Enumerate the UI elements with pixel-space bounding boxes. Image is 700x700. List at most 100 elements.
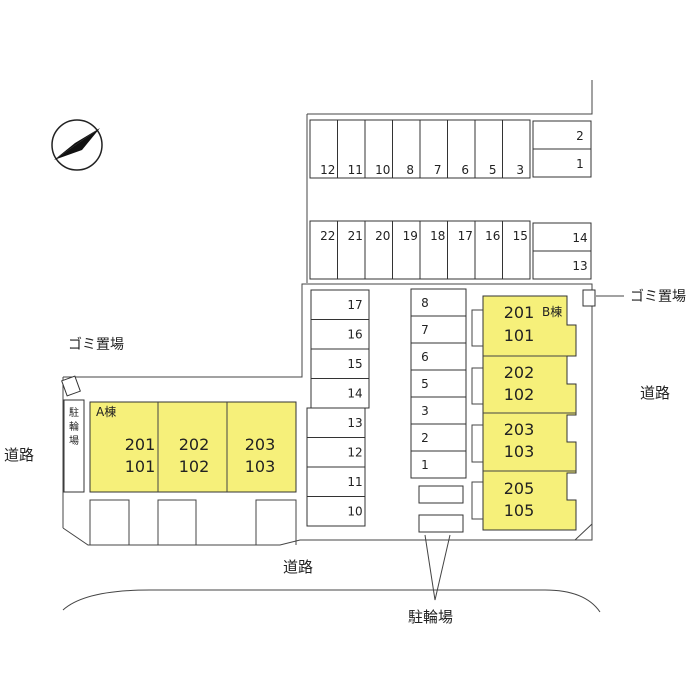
parking-number: 6 — [421, 350, 429, 364]
balcony — [471, 481, 483, 520]
parking-number: 7 — [434, 163, 442, 177]
parking-space — [410, 423, 467, 452]
parking-space — [532, 148, 592, 178]
parking-number: 11 — [348, 163, 363, 177]
parking-second-row: 22 21 20 19 18 17 16 15 — [309, 220, 531, 280]
unit-number: 101 — [125, 457, 156, 476]
parking-space — [410, 342, 467, 371]
parking-number: 1 — [576, 157, 584, 171]
balcony — [471, 424, 483, 463]
unit-number: 102 — [179, 457, 210, 476]
parking-number: 6 — [461, 163, 469, 177]
parking-space — [447, 119, 476, 179]
parking-space — [306, 466, 366, 497]
parking-space — [310, 348, 370, 379]
parking-number: 7 — [421, 323, 429, 337]
parking-space — [410, 396, 467, 425]
bicycle-label-char: 駐 — [69, 406, 79, 419]
parking-number: 19 — [403, 229, 418, 243]
site-boundary — [307, 80, 593, 115]
unit-number: 205 — [504, 479, 535, 498]
parking-number: 5 — [421, 377, 429, 391]
unit-number: 103 — [245, 457, 276, 476]
parking-number: 20 — [375, 229, 390, 243]
parking-number: 3 — [421, 404, 429, 418]
bike-leader — [424, 534, 451, 601]
parking-number: 1 — [421, 458, 429, 472]
unit-number: 203 — [245, 435, 276, 454]
unit-number: 101 — [504, 326, 535, 345]
parking-number: 8 — [421, 296, 429, 310]
unit-number: 105 — [504, 501, 535, 520]
parking-number: 17 — [458, 229, 473, 243]
unit-number: 202 — [504, 363, 535, 382]
parking-number: 10 — [375, 163, 390, 177]
parking-space — [310, 378, 370, 409]
parking-number: 16 — [347, 328, 362, 342]
unit-number: 201 — [504, 303, 535, 322]
parking-space — [447, 220, 476, 280]
garbage-label-right: ゴミ置場 — [630, 288, 686, 305]
parking-space — [474, 220, 503, 280]
parking-space — [306, 407, 366, 438]
parking-number: 11 — [347, 475, 362, 489]
parking-number: 13 — [572, 259, 587, 273]
parking-space — [410, 450, 467, 479]
unit-number: 103 — [504, 442, 535, 461]
parking-space — [410, 315, 467, 344]
parking-number: 8 — [406, 163, 414, 177]
garbage-box-left — [61, 375, 81, 397]
parking-number: 5 — [489, 163, 497, 177]
bike-rack-1 — [418, 485, 464, 504]
parking-number: 2 — [576, 129, 584, 143]
parking-space — [410, 288, 467, 317]
a-parking-3 — [255, 499, 297, 545]
site-front-edge — [62, 523, 593, 546]
parking-top-row: 12 11 10 8 7 6 5 3 — [309, 119, 531, 179]
bicycle-parking-strip — [63, 399, 85, 493]
building-b-name: B棟 — [542, 304, 562, 319]
balcony — [471, 309, 483, 347]
parking-space — [502, 119, 531, 179]
road-label-right: 道路 — [640, 384, 670, 402]
a-parking-2 — [157, 499, 197, 545]
unit-number: 203 — [504, 420, 535, 439]
garbage-box-right — [582, 289, 596, 307]
parking-space — [310, 319, 370, 350]
parking-number: 14 — [572, 231, 587, 245]
parking-space — [419, 220, 448, 280]
parking-space — [310, 289, 370, 320]
unit-number: 201 — [125, 435, 156, 454]
parking-number: 21 — [348, 229, 363, 243]
north-arrow-icon — [51, 119, 103, 171]
parking-number: 2 — [421, 431, 429, 445]
road-label-bottom: 道路 — [283, 558, 313, 576]
parking-number: 22 — [320, 229, 335, 243]
bicycle-parking-label: 駐輪場 — [408, 608, 453, 626]
balcony — [471, 367, 483, 405]
parking-number: 13 — [347, 416, 362, 430]
parking-space — [337, 220, 366, 280]
garbage-label-left: ゴミ置場 — [68, 336, 124, 353]
unit-number: 202 — [179, 435, 210, 454]
parking-space — [337, 119, 366, 179]
parking-space — [474, 119, 503, 179]
parking-space — [392, 220, 421, 280]
parking-number: 18 — [430, 229, 445, 243]
road-edge — [62, 589, 601, 613]
parking-number: 3 — [516, 163, 524, 177]
parking-number: 15 — [513, 229, 528, 243]
building-a-name: A棟 — [96, 404, 116, 419]
parking-number: 14 — [347, 387, 362, 401]
parking-number: 16 — [485, 229, 500, 243]
a-parking-1 — [89, 499, 130, 545]
bicycle-label-char: 場 — [69, 434, 79, 447]
parking-number: 12 — [320, 163, 335, 177]
parking-space — [502, 220, 531, 280]
building-a — [89, 401, 297, 493]
parking-top-right: 21 — [532, 120, 592, 178]
parking-middle-column: 8 7 6 5 3 2 1 — [410, 288, 467, 479]
parking-number: 17 — [347, 298, 362, 312]
